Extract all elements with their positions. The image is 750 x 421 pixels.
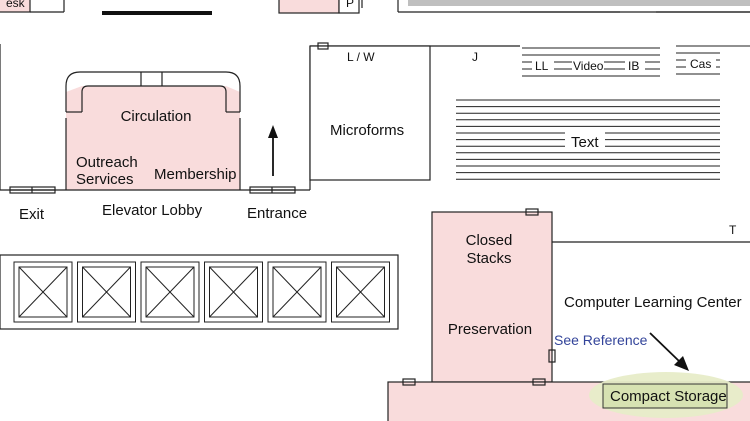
lw-label: L / W (347, 50, 375, 64)
cas-label: Cas (690, 57, 711, 71)
divider-bar (102, 11, 212, 15)
microforms-door (317, 42, 329, 50)
desk-room (0, 0, 31, 13)
arrow-down-right-icon (649, 332, 689, 371)
circulation-label: Circulation (121, 108, 192, 125)
p-label: P (346, 0, 354, 10)
top-shelf-band (408, 0, 750, 6)
closed-stacks-room (431, 211, 553, 383)
ib-label: IB (628, 59, 639, 73)
x-box-icon (77, 261, 136, 323)
entrance-label: Entrance (247, 205, 307, 222)
microforms-label: Microforms (330, 122, 404, 139)
p-room-door (338, 0, 360, 14)
preservation-label: Preservation (448, 321, 532, 338)
elevator-bank (0, 254, 399, 330)
microforms-room (309, 45, 431, 181)
membership-label: Membership (154, 166, 237, 183)
outreach-label-line1: Outreach (76, 154, 138, 171)
x-box-icon (204, 261, 263, 323)
outreach-label-line2: Services (76, 171, 134, 188)
compact-storage-label[interactable]: Compact Storage (610, 388, 727, 405)
computer-learning-center-label: Computer Learning Center (564, 294, 742, 311)
elevator-lobby-label: Elevator Lobby (102, 202, 203, 219)
circulation-room (66, 86, 240, 190)
t-label: T (729, 223, 737, 237)
see-reference-link[interactable]: See Reference (554, 332, 648, 348)
media-shelves (522, 47, 660, 77)
closed-stacks-label-line2: Stacks (466, 250, 511, 267)
cassette-shelves (676, 45, 750, 75)
closed-stacks-label-line1: Closed (466, 232, 513, 249)
x-box-icon (331, 261, 390, 323)
arrow-up-icon (268, 125, 278, 176)
text-shelves (456, 99, 720, 180)
exit-label: Exit (19, 206, 45, 223)
j-label: J (472, 50, 478, 64)
preservation-door (548, 349, 556, 363)
ll-label: LL (535, 59, 549, 73)
x-box-icon (13, 261, 73, 323)
desk-label: esk (6, 0, 26, 10)
closed-stacks-door (525, 208, 539, 216)
video-label: Video (573, 59, 604, 73)
bottom-door-right (532, 378, 546, 386)
x-box-icon (267, 261, 327, 323)
x-box-icon (140, 261, 200, 323)
text-label: Text (571, 134, 599, 151)
bottom-door-left (402, 378, 416, 386)
compact-storage-badge[interactable] (602, 383, 728, 409)
p-room (278, 0, 340, 14)
